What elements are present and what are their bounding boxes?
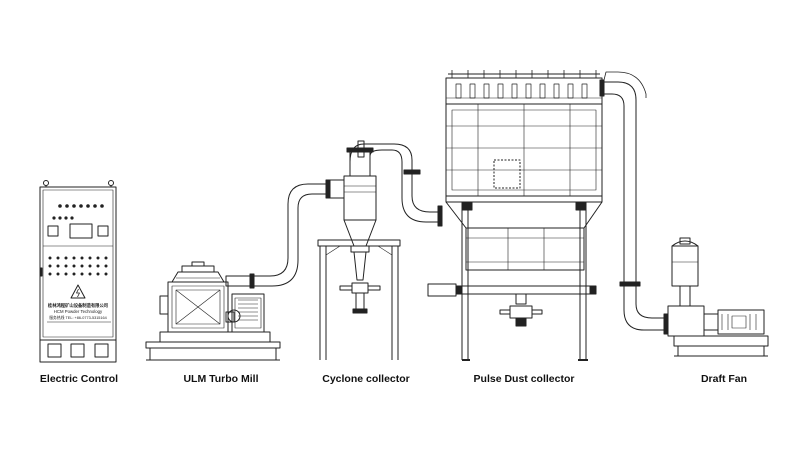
duct-collector-to-fan bbox=[599, 71, 669, 335]
cyclone-collector-label: Cyclone collector bbox=[322, 373, 410, 385]
duct-mill-to-cyclone bbox=[254, 179, 331, 287]
panel-line-3: 服务热线 TEL: +86-0773-5315164 bbox=[49, 315, 107, 320]
duct-cyclone-to-collector bbox=[349, 140, 443, 227]
electric-control-label: Electric Control bbox=[39, 373, 119, 385]
pulse-valves bbox=[455, 83, 588, 99]
warning-icon bbox=[70, 284, 86, 299]
turbo-mill bbox=[145, 261, 281, 361]
draft-fan-label: Draft Fan bbox=[700, 373, 748, 385]
panel-line-1: 桂林鸿程矿山设备制造有限公司 bbox=[47, 302, 108, 309]
meter bbox=[47, 225, 59, 237]
draft-fan bbox=[667, 237, 769, 357]
display-screen bbox=[69, 223, 93, 239]
cyclone-collector bbox=[317, 147, 401, 360]
panel-line-2: HCM Powder Technology bbox=[54, 309, 103, 314]
indicator-lights bbox=[48, 204, 108, 276]
turbo-mill-label: ULM Turbo Mill bbox=[183, 373, 259, 385]
panel-nameplate: 桂林鸿程矿山设备制造有限公司 HCM Powder Technology 服务热… bbox=[47, 302, 108, 320]
pulse-dust-collector bbox=[427, 70, 603, 361]
meter bbox=[97, 225, 109, 237]
dust-collector-label: Pulse Dust collector bbox=[473, 373, 575, 385]
access-door bbox=[493, 159, 521, 189]
electric-control-cabinet bbox=[39, 180, 117, 363]
